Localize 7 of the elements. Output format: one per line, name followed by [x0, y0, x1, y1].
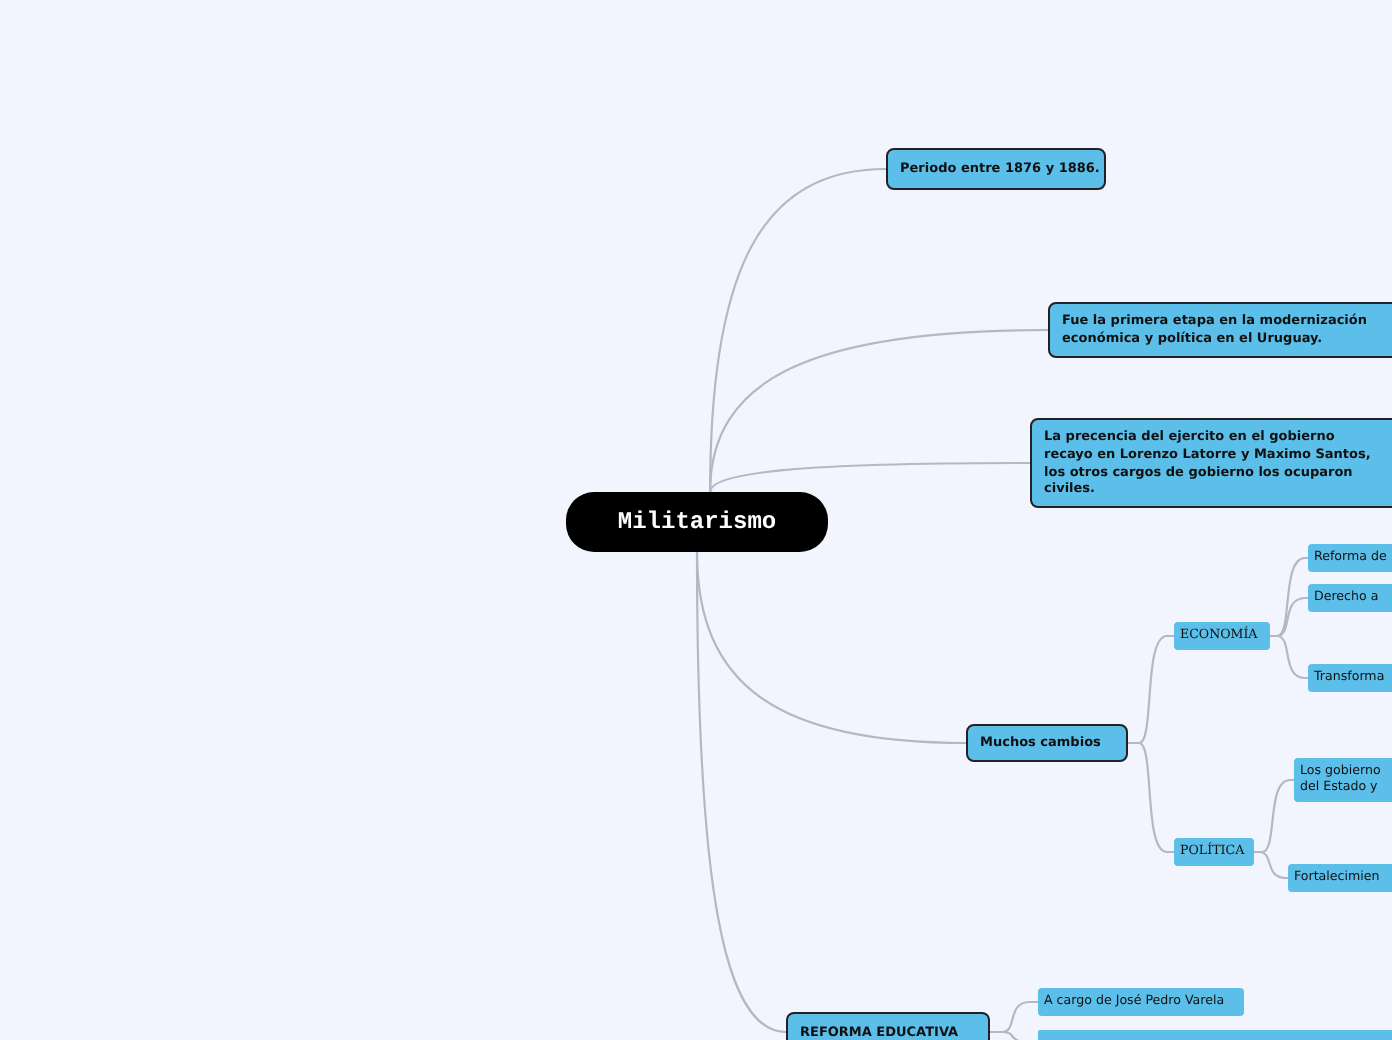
connector-line — [1128, 741, 1174, 854]
connector-line — [1270, 634, 1308, 680]
connector-line — [709, 461, 1030, 493]
connector-line — [695, 552, 787, 1034]
connector-line — [709, 328, 1048, 493]
connector-line — [1254, 850, 1289, 880]
central-topic: Militarismo — [566, 492, 828, 552]
